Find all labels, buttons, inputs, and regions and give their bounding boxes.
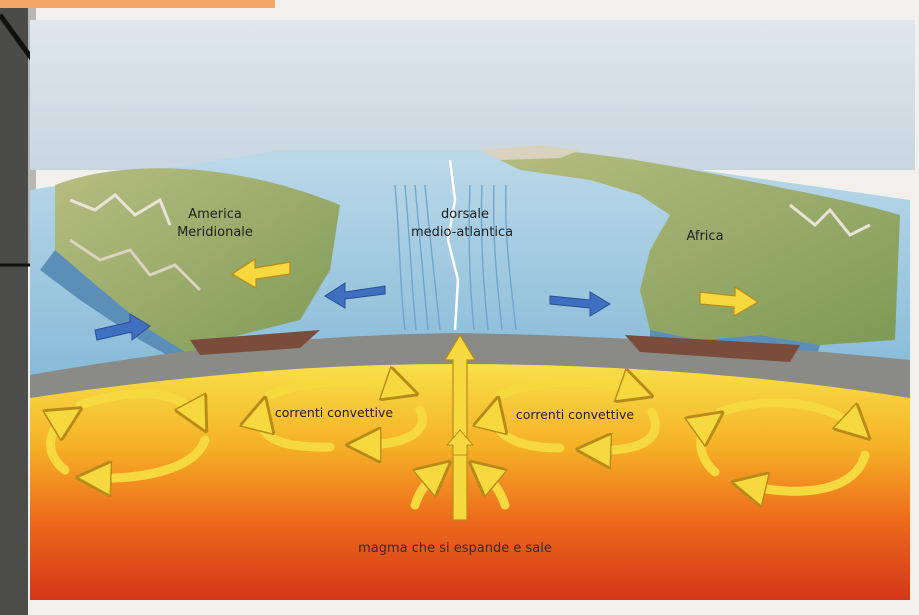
label-ridge-line2: medio-atlantica: [411, 225, 513, 240]
illustration: America Meridionale dorsale medio-atlant…: [30, 20, 915, 600]
label-america-line2: Meridionale: [177, 225, 253, 240]
label-convection-left: correnti convettive: [275, 405, 393, 420]
label-convection-right: correnti convettive: [516, 407, 634, 422]
label-magma: magma che si espande e sale: [358, 541, 552, 556]
label-ridge-line1: dorsale: [441, 207, 489, 222]
label-africa: Africa: [686, 229, 723, 244]
label-america-line1: America: [188, 207, 242, 222]
